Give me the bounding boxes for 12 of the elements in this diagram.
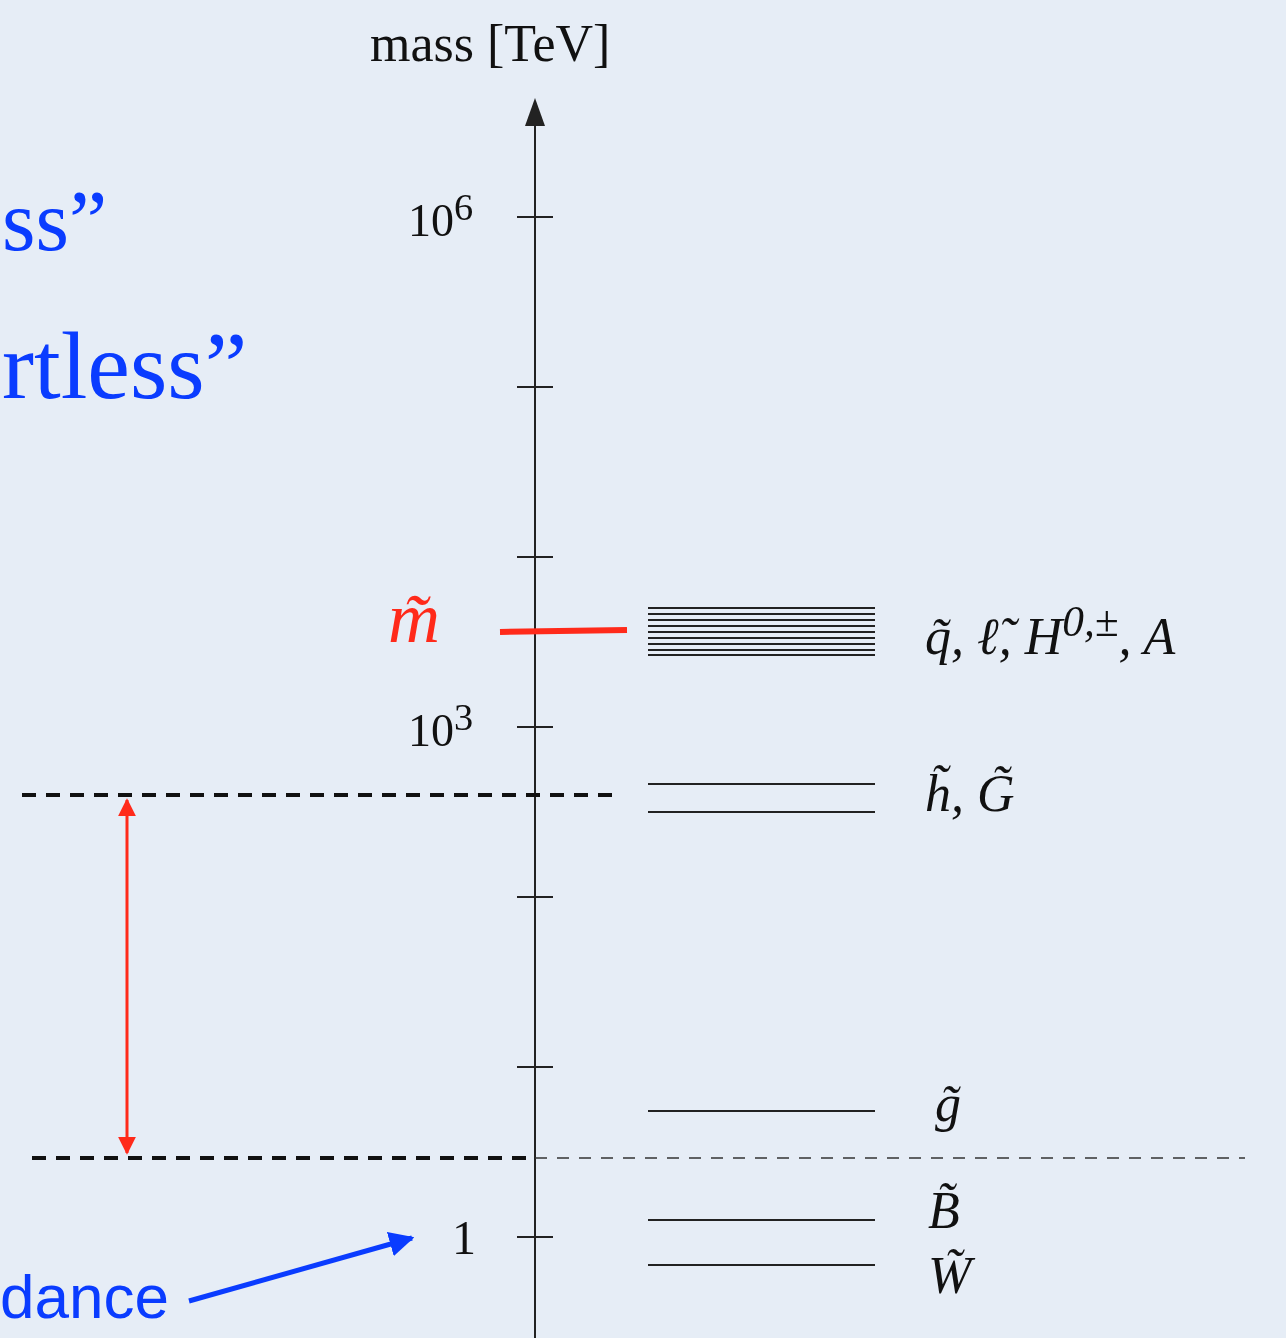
- mass-symbol: m̃: [388, 582, 440, 654]
- tick-label: 1: [452, 1214, 476, 1262]
- tick-label: 10$^{3}$: [408, 698, 474, 755]
- axis-title: mass [TeV]: [370, 18, 611, 70]
- tick-label: 10$^{6}$: [408, 188, 474, 245]
- particle-label: q̃, ℓ̃, H$^{0,±}$, A: [925, 600, 1176, 664]
- annotation-text: dance: [0, 1266, 169, 1328]
- heading-text: ss”: [2, 178, 108, 264]
- particle-label: g̃: [935, 1078, 961, 1130]
- particle-label: B̃: [928, 1185, 960, 1237]
- heading-text: rtless”: [2, 318, 248, 414]
- arrow: [188, 1232, 415, 1304]
